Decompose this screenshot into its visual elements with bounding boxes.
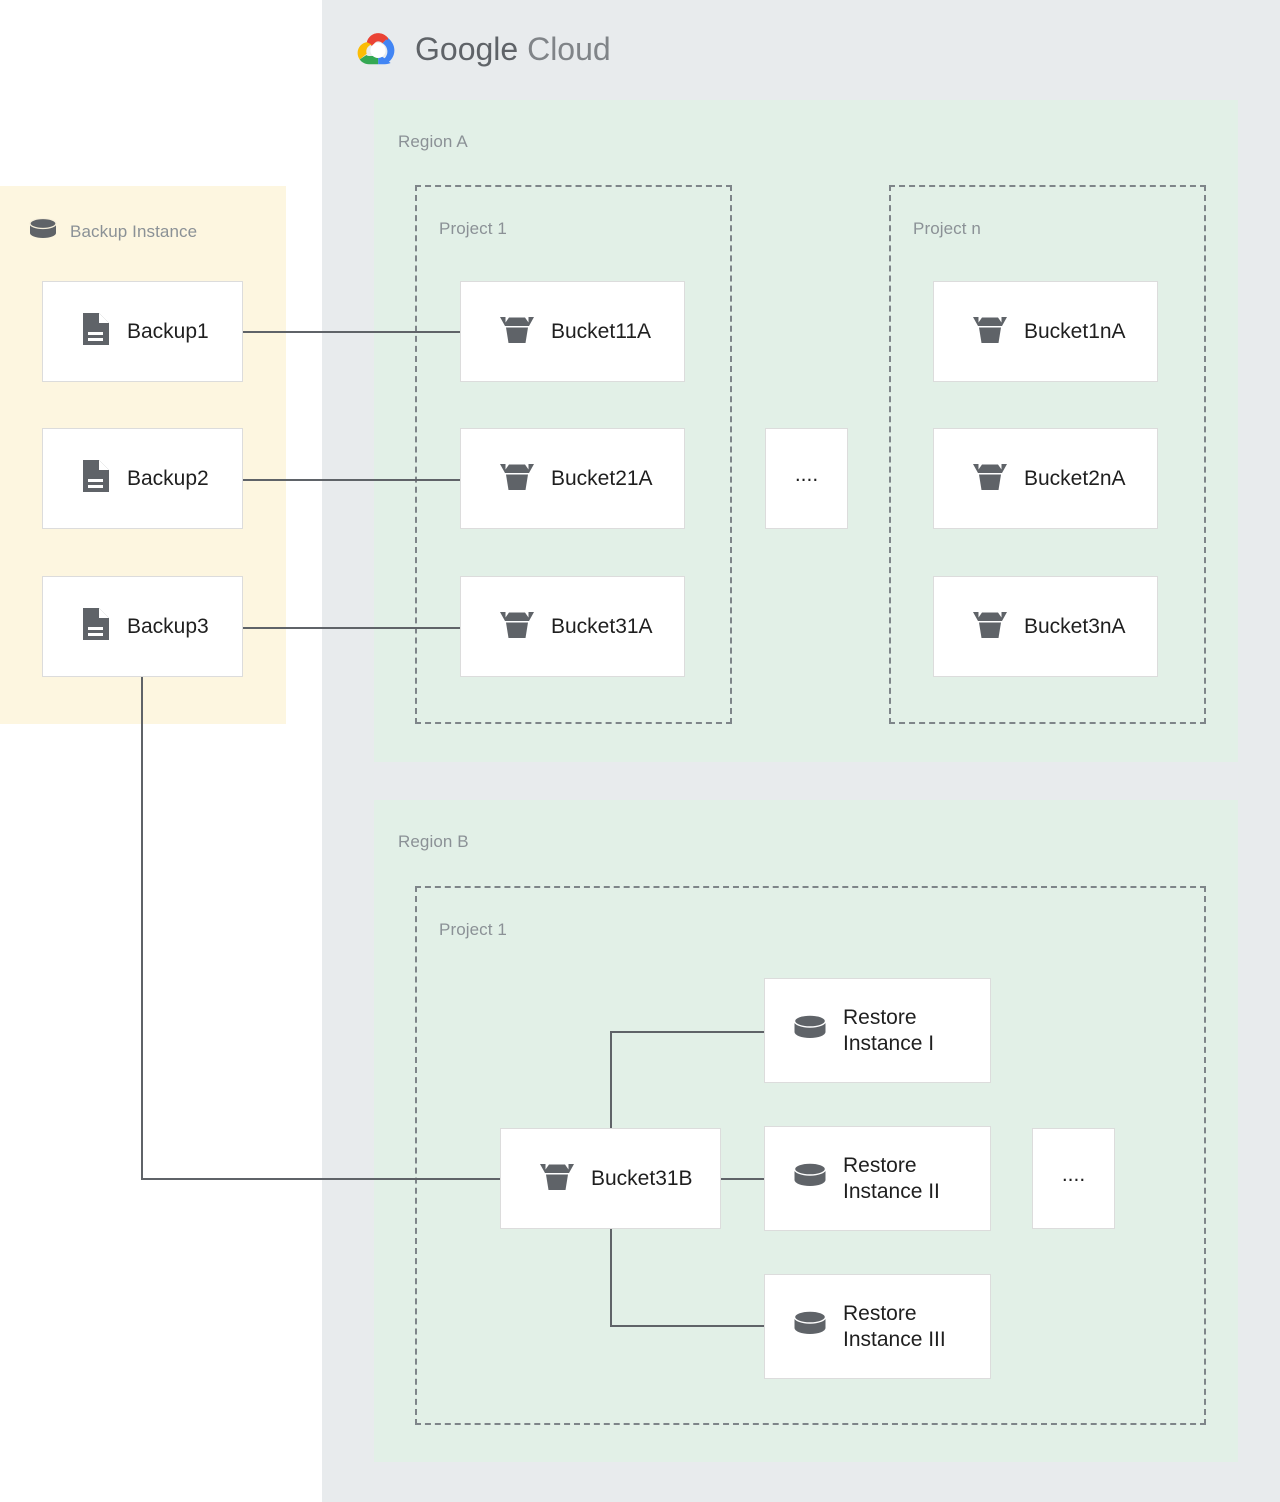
storage-bucket-icon [499, 609, 535, 645]
database-cylinder-icon [791, 1308, 829, 1345]
node-bucket2na[interactable]: Bucket2nA [933, 428, 1158, 529]
document-icon [81, 459, 111, 498]
connector-backup2-bucket21a [243, 479, 461, 481]
connector-bucket31b-restore3-horizontal [610, 1325, 765, 1327]
region-a-label: Region A [398, 132, 468, 151]
connector-bucket31b-restore1-horizontal [610, 1031, 765, 1033]
node-label: Bucket2nA [1024, 466, 1126, 490]
node-restore-instance-2[interactable]: Restore Instance II [764, 1126, 991, 1231]
region-b-ellipsis-box: .... [1032, 1128, 1115, 1229]
node-bucket1na[interactable]: Bucket1nA [933, 281, 1158, 382]
google-cloud-brand: Google Cloud [355, 28, 611, 71]
region-b-project-1-box: Project 1 [415, 886, 1206, 1425]
node-bucket31a[interactable]: Bucket31A [460, 576, 685, 677]
node-label: Restore Instance II [843, 1153, 940, 1203]
node-label: Backup2 [127, 466, 209, 490]
node-label: Bucket1nA [1024, 319, 1126, 343]
node-label: Backup1 [127, 319, 209, 343]
database-cylinder-icon [791, 1160, 829, 1197]
database-cylinder-icon [28, 216, 58, 247]
region-a-project-n-box: Project n [889, 185, 1206, 724]
document-icon [81, 312, 111, 351]
database-cylinder-icon [791, 1012, 829, 1049]
google-cloud-wordmark: Google Cloud [415, 31, 611, 68]
node-label: Bucket11A [551, 319, 652, 343]
connector-backup3-bucket31b-horizontal [141, 1178, 501, 1180]
connector-bucket31b-restore3-vertical [610, 1229, 612, 1327]
project-label: Project n [913, 219, 981, 238]
region-a-project-1-box: Project 1 [415, 185, 732, 724]
node-label: Bucket3nA [1024, 614, 1126, 638]
backup-instance-header: Backup Instance [28, 216, 197, 247]
node-backup1[interactable]: Backup1 [42, 281, 243, 382]
google-cloud-logo-icon [355, 28, 401, 71]
node-backup3[interactable]: Backup3 [42, 576, 243, 677]
node-backup2[interactable]: Backup2 [42, 428, 243, 529]
connector-backup3-bucket31b-vertical [141, 677, 143, 1180]
node-restore-instance-1[interactable]: Restore Instance I [764, 978, 991, 1083]
node-bucket3na[interactable]: Bucket3nA [933, 576, 1158, 677]
storage-bucket-icon [972, 461, 1008, 497]
node-bucket31b[interactable]: Bucket31B [500, 1128, 721, 1229]
node-label: Bucket31B [591, 1166, 693, 1190]
node-bucket21a[interactable]: Bucket21A [460, 428, 685, 529]
project-label: Project 1 [439, 219, 507, 238]
connector-backup3-bucket31a [243, 627, 461, 629]
connector-backup1-bucket11a [243, 331, 461, 333]
document-icon [81, 607, 111, 646]
node-label: Bucket21A [551, 466, 653, 490]
backup-instance-title: Backup Instance [70, 221, 198, 241]
ellipsis-label: .... [794, 462, 819, 486]
node-restore-instance-3[interactable]: Restore Instance III [764, 1274, 991, 1379]
brand-name-google: Google [415, 31, 519, 67]
ellipsis-label: .... [1061, 1162, 1086, 1186]
node-label: Restore Instance I [843, 1005, 935, 1055]
brand-name-cloud: Cloud [527, 31, 611, 67]
node-label: Backup3 [127, 614, 209, 638]
connector-bucket31b-restore2-horizontal [721, 1178, 765, 1180]
storage-bucket-icon [972, 314, 1008, 350]
node-label: Bucket31A [551, 614, 653, 638]
storage-bucket-icon [972, 609, 1008, 645]
region-b-label: Region B [398, 832, 469, 851]
node-bucket11a[interactable]: Bucket11A [460, 281, 685, 382]
project-label: Project 1 [439, 920, 507, 939]
region-a-ellipsis-box: .... [765, 428, 848, 529]
node-label: Restore Instance III [843, 1301, 946, 1351]
connector-bucket31b-restore1-vertical [610, 1031, 612, 1129]
storage-bucket-icon [539, 1161, 575, 1197]
storage-bucket-icon [499, 461, 535, 497]
storage-bucket-icon [499, 314, 535, 350]
